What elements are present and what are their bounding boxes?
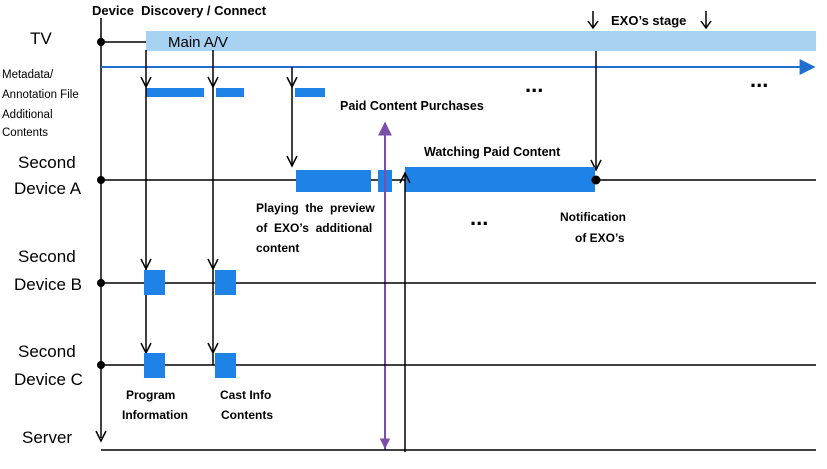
notification-label: Notification of EXO’s: [560, 210, 629, 245]
lane-label-second-device-c-line1: Second: [18, 342, 76, 361]
cast-info-label-line2: Contents: [221, 408, 273, 422]
preview-block: [296, 170, 371, 192]
second-device-c-dot: [97, 361, 105, 369]
cast-info-label-line1: Cast Info: [220, 388, 271, 402]
lane-label-metadata-line3: Additional: [2, 109, 53, 121]
program-info-label-line2: Information: [122, 408, 188, 422]
device-b-cast-block: [215, 270, 236, 295]
second-device-b-dot: [97, 279, 105, 287]
lane-label-metadata-line2: Annotation File: [2, 89, 79, 101]
lane-label-second-device-b: Second Device B: [14, 247, 82, 294]
notification-arrowhead: [590, 159, 602, 172]
preview-label-line1: Playing the preview: [256, 201, 375, 215]
exo-stage-right-arrow-icon: [700, 11, 712, 30]
lane-label-second-device-c: Second Device C: [14, 342, 83, 389]
metadata-block-1: [146, 88, 204, 97]
preview-arrowhead-2: [286, 155, 298, 168]
server-to-watching-arrowhead: [399, 171, 411, 184]
device-c-cast-block: [215, 353, 236, 378]
second-device-a-dot: [97, 176, 105, 184]
metadata-ellipsis-2: ...: [750, 67, 768, 92]
lane-label-server: Server: [22, 428, 72, 447]
lane-label-second-device-c-line2: Device C: [14, 370, 83, 389]
lane-label-tv: TV: [30, 29, 52, 48]
notification-label-line2: of EXO’s: [575, 231, 625, 245]
lane-label-second-device-b-line1: Second: [18, 247, 76, 266]
program-info-label-line1: Program: [126, 388, 175, 402]
device-c-program-block: [144, 353, 165, 378]
program-info-label: Program Information: [122, 388, 188, 422]
paid-purchases-label: Paid Content Purchases: [340, 99, 484, 113]
lane-label-second-device-b-line2: Device B: [14, 275, 82, 294]
lane-label-metadata: Metadata/ Annotation File Additional Con…: [2, 69, 82, 139]
exo-stage-label: EXO’s stage: [611, 13, 686, 28]
metadata-block-2: [216, 88, 244, 97]
watching-paid-block: [405, 167, 595, 192]
cast-info-arrowhead-2: [207, 258, 219, 271]
device-a-ellipsis: ...: [470, 205, 488, 230]
preview-label: Playing the preview of EXO’s additional …: [0, 0, 391, 255]
device-discovery-label: Device Discovery / Connect: [92, 3, 267, 18]
preview-arrowhead-1: [286, 76, 298, 89]
watching-paid-label: Watching Paid Content: [424, 145, 561, 159]
lane-label-second-device-a: Second Device A: [14, 153, 82, 198]
main-av-label: Main A/V: [168, 34, 228, 51]
exo-stage-left-arrow-icon: [587, 11, 599, 30]
lane-label-metadata-line4: Contents: [2, 127, 48, 139]
preview-label-line2: of EXO’s additional: [256, 221, 372, 235]
preview-label-line3: content: [256, 241, 299, 255]
lane-label-second-device-a-line2: Device A: [14, 179, 82, 198]
main-av-bar: [146, 31, 816, 51]
cast-info-label: Cast Info Contents: [220, 388, 275, 422]
discovery-axis-arrowhead: [95, 430, 107, 443]
tv-lane-dot: [97, 38, 105, 46]
metadata-block-3: [295, 88, 325, 97]
cast-info-arrowhead-1: [207, 76, 219, 89]
device-b-program-block: [144, 270, 165, 295]
program-info-arrowhead-2: [140, 258, 152, 271]
notification-dot: [591, 175, 601, 185]
lane-label-metadata-line1: Metadata/: [2, 69, 54, 81]
notification-label-line1: Notification: [560, 210, 626, 224]
lane-label-second-device-a-line1: Second: [18, 153, 76, 172]
metadata-ellipsis-1: ...: [525, 72, 543, 97]
cast-info-arrowhead-3: [207, 342, 219, 355]
program-info-arrowhead-1: [140, 76, 152, 89]
